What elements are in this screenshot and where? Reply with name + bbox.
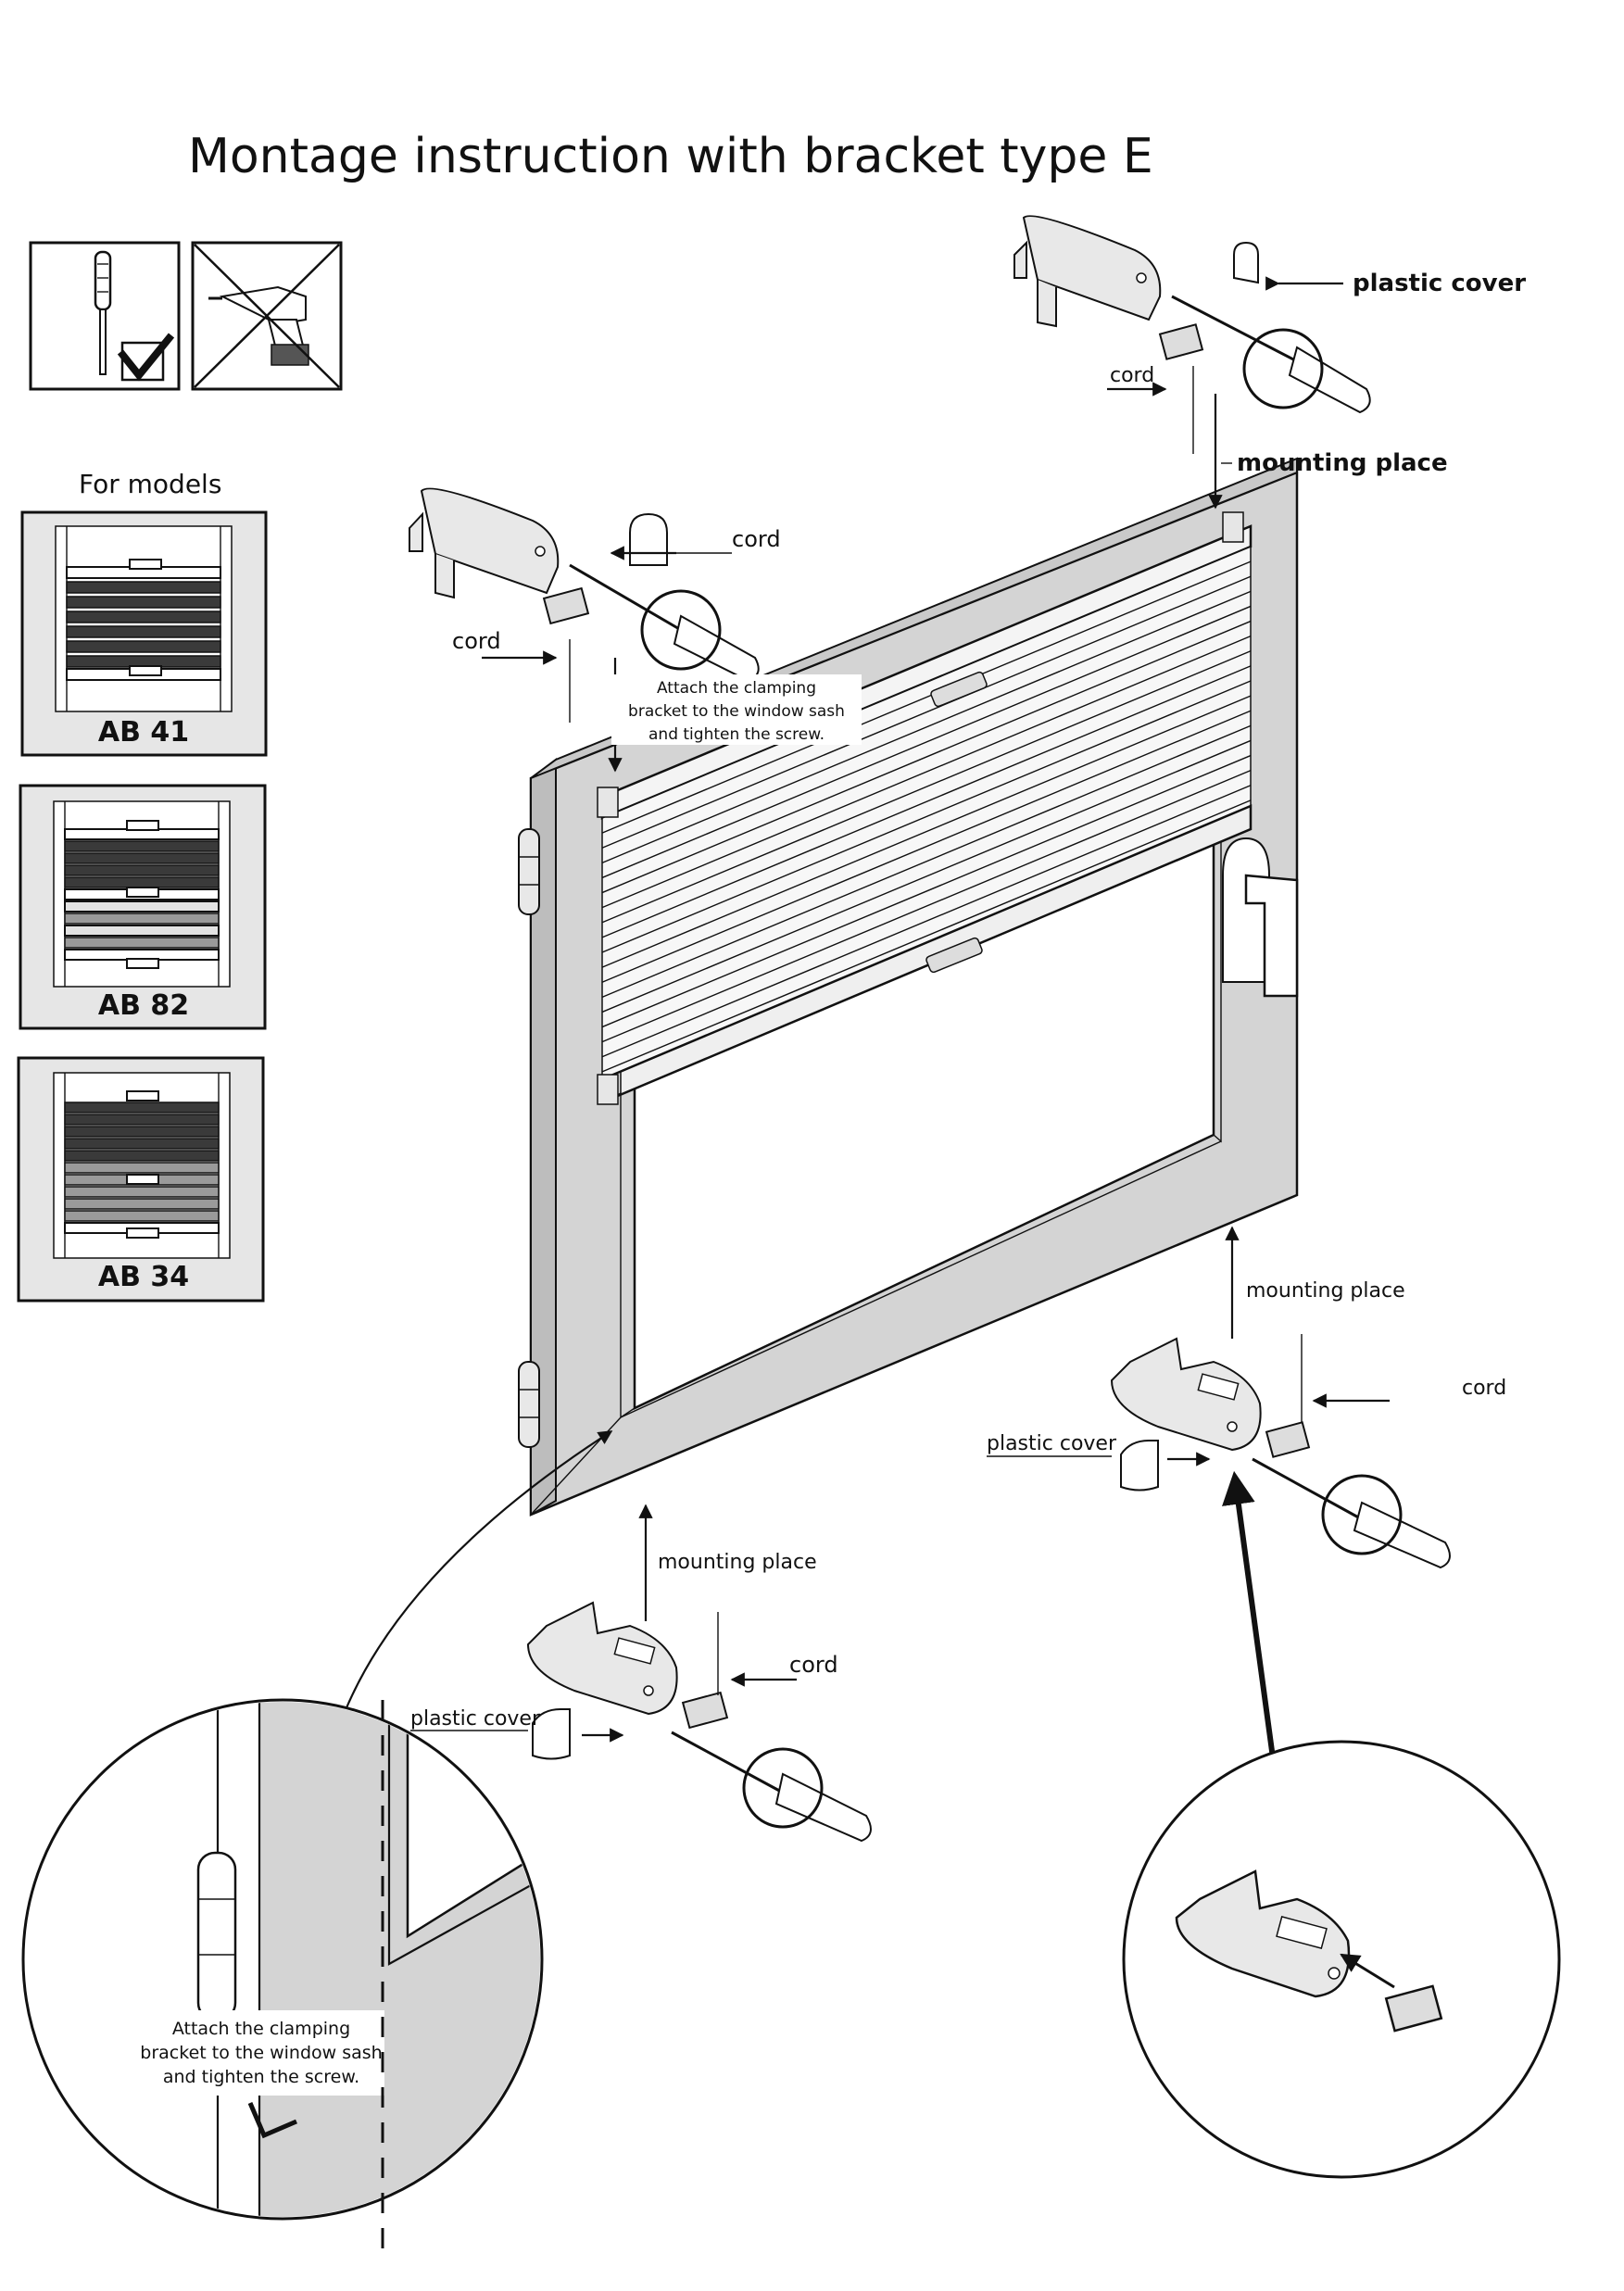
model-card-ab34: AB 34	[17, 1056, 265, 1303]
plastic-cover-top-left	[629, 512, 668, 566]
note-zoom-line3: and tighten the screw.	[163, 2067, 359, 2087]
clip-zoom-right	[1384, 1984, 1443, 2033]
note-top-left-line1: Attach the clamping	[657, 679, 816, 698]
model-card-ab41: AB 41	[20, 510, 268, 757]
model-label-ab34: AB 34	[98, 1261, 189, 1293]
bracket-top-right	[1013, 215, 1371, 414]
label-top-left-cord-lower: cord	[452, 628, 501, 654]
plastic-cover-top-right	[1233, 241, 1259, 284]
note-zoom-line1: Attach the clamping	[172, 2019, 350, 2039]
hinge-top	[518, 828, 540, 915]
crossed-out-drill-icon	[191, 241, 343, 391]
plastic-cover-bottom-center	[532, 1708, 571, 1760]
clip-bottom-right	[1265, 1421, 1311, 1458]
model-label-ab41: AB 41	[98, 716, 189, 749]
label-bottom-center-plastic-cover: plastic cover	[410, 1707, 541, 1731]
label-bottom-center-cord: cord	[789, 1652, 838, 1678]
clip-bottom-center	[681, 1691, 729, 1730]
note-top-left-line2: bracket to the window sash	[628, 702, 845, 721]
hinge-bottom	[518, 1361, 540, 1448]
plastic-cover-bottom-right	[1120, 1440, 1159, 1492]
label-top-left-cord-upper: cord	[732, 526, 781, 552]
zoom-detail-left: Attach the clamping bracket to the windo…	[21, 1698, 544, 2221]
bracket-bottom-center	[526, 1601, 872, 1843]
label-top-right-cord: cord	[1110, 364, 1154, 387]
note-zoom-line2: bracket to the window sash	[140, 2043, 382, 2063]
label-top-right-plastic-cover: plastic cover	[1353, 270, 1526, 297]
model-card-ab82: AB 82	[19, 784, 267, 1030]
models-heading: For models	[79, 469, 221, 499]
label-bottom-right-mounting-place: mounting place	[1246, 1279, 1405, 1303]
clip-top-left	[542, 586, 590, 625]
clip-top-right	[1158, 323, 1204, 360]
label-bottom-center-mounting-place: mounting place	[658, 1551, 817, 1574]
zoom-detail-right	[1122, 1740, 1561, 2179]
label-bottom-right-plastic-cover: plastic cover	[987, 1432, 1117, 1455]
screwdriver-icon	[29, 241, 181, 391]
page-title: Montage instruction with bracket type E	[188, 129, 1153, 184]
model-label-ab82: AB 82	[98, 989, 189, 1022]
bracket-bottom-right	[1110, 1337, 1451, 1569]
label-bottom-right-cord: cord	[1462, 1377, 1506, 1400]
note-top-left-line3: and tighten the screw.	[648, 725, 825, 744]
label-top-right-mounting-place: mounting place	[1237, 449, 1448, 477]
pleated-blind	[597, 511, 1253, 1105]
window-handle	[1222, 837, 1299, 998]
